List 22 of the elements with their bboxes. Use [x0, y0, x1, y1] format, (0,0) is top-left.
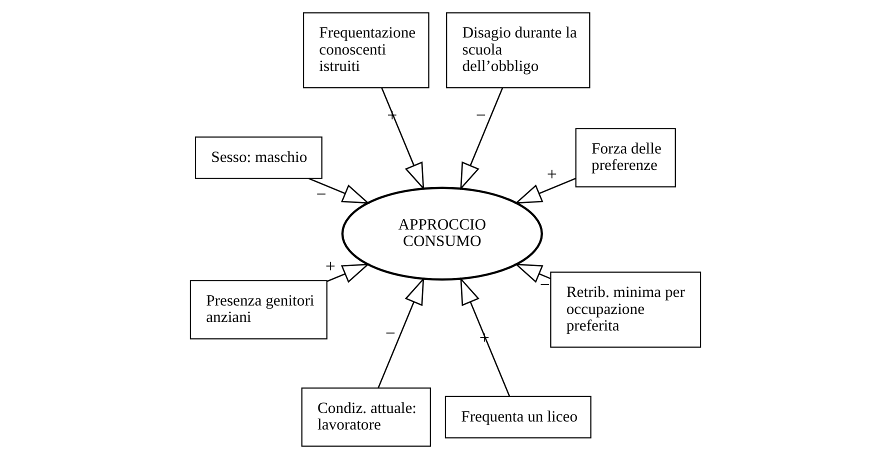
arrow: [514, 264, 550, 283]
arrow: [460, 88, 503, 190]
edge-label: −: [384, 323, 395, 344]
arrow: [326, 264, 370, 283]
edge-label: +: [546, 164, 556, 184]
arrow: [308, 178, 370, 204]
arrow: [377, 277, 424, 388]
arrow: [380, 88, 424, 190]
node-box: Condiz. attuale: lavoratore: [300, 388, 430, 447]
node-box: Frequentazione conoscenti istruiti: [302, 12, 429, 88]
node-ellipse: APPROCCIO CONSUMO: [340, 186, 542, 281]
node-box: Sesso: maschio: [194, 136, 322, 179]
edge-label: −: [475, 104, 486, 125]
edge-label: +: [324, 256, 336, 276]
node-box: Retrib. minima per occupazione preferita: [550, 272, 701, 348]
arrow: [460, 277, 510, 397]
edge-label: −: [316, 184, 326, 204]
node-box: Forza delle preferenze: [574, 128, 676, 188]
node-box: Presenza genitori anziani: [189, 280, 327, 340]
arrow: [514, 178, 576, 204]
node-box: Disagio durante la scuola dell’obbligo: [446, 12, 590, 88]
node-box: Frequenta un liceo: [444, 396, 591, 438]
